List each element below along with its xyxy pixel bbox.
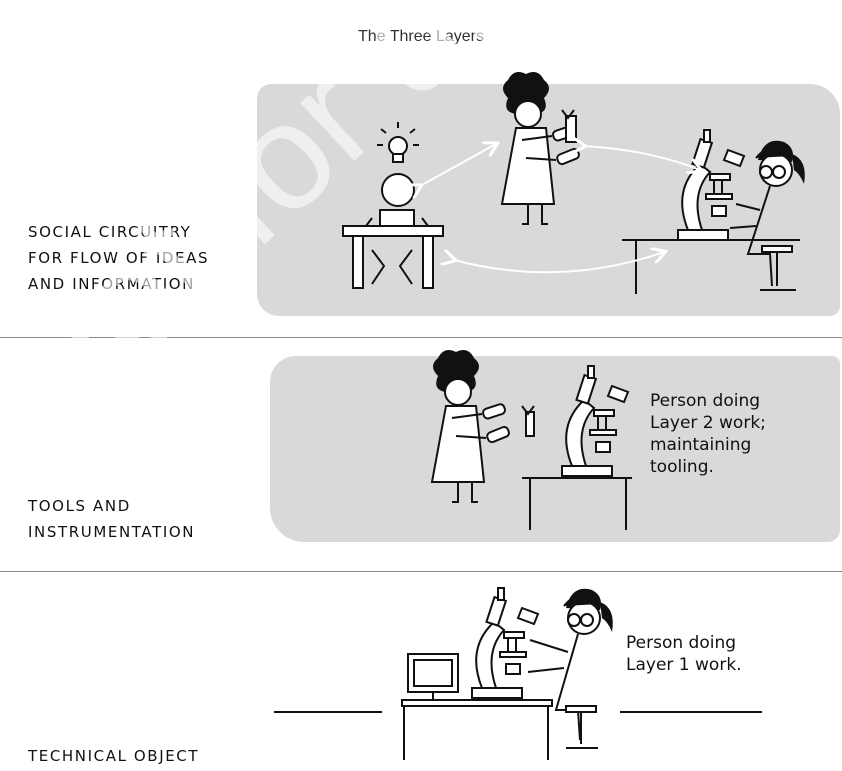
layer-2-label: TOOLS AND INSTRUMENTATION bbox=[28, 497, 196, 541]
thinker-figure bbox=[342, 122, 444, 289]
layer-2-panel bbox=[270, 356, 840, 542]
wrench-icon-layer2 bbox=[521, 405, 535, 437]
lab-bench-layer2 bbox=[522, 365, 632, 530]
layer-1-label: TECHNICAL OBJECT bbox=[28, 747, 200, 765]
lightbulb-icon bbox=[377, 122, 419, 163]
lab-coat-person-layer3 bbox=[501, 71, 582, 225]
lab-coat-person-layer2 bbox=[431, 349, 512, 503]
diagram-title: The Three Layers bbox=[358, 28, 484, 45]
divider-line-top bbox=[0, 337, 842, 338]
layer-1-caption: Person doing Layer 1 work. bbox=[626, 633, 742, 675]
layer-2-caption: Person doing Layer 2 work; maintaining t… bbox=[650, 391, 766, 477]
lab-bench-layer3 bbox=[622, 129, 806, 294]
idea-flow-arrows bbox=[420, 144, 700, 274]
lab-bench-layer1 bbox=[401, 587, 614, 760]
divider-line-bottom bbox=[0, 571, 842, 572]
layer-3-label: SOCIAL CIRCUITRY FOR FLOW OF IDEAS AND I… bbox=[28, 223, 210, 293]
wrench-icon bbox=[561, 109, 577, 143]
layer-1-overlay: LAYER 1 bbox=[26, 714, 107, 736]
